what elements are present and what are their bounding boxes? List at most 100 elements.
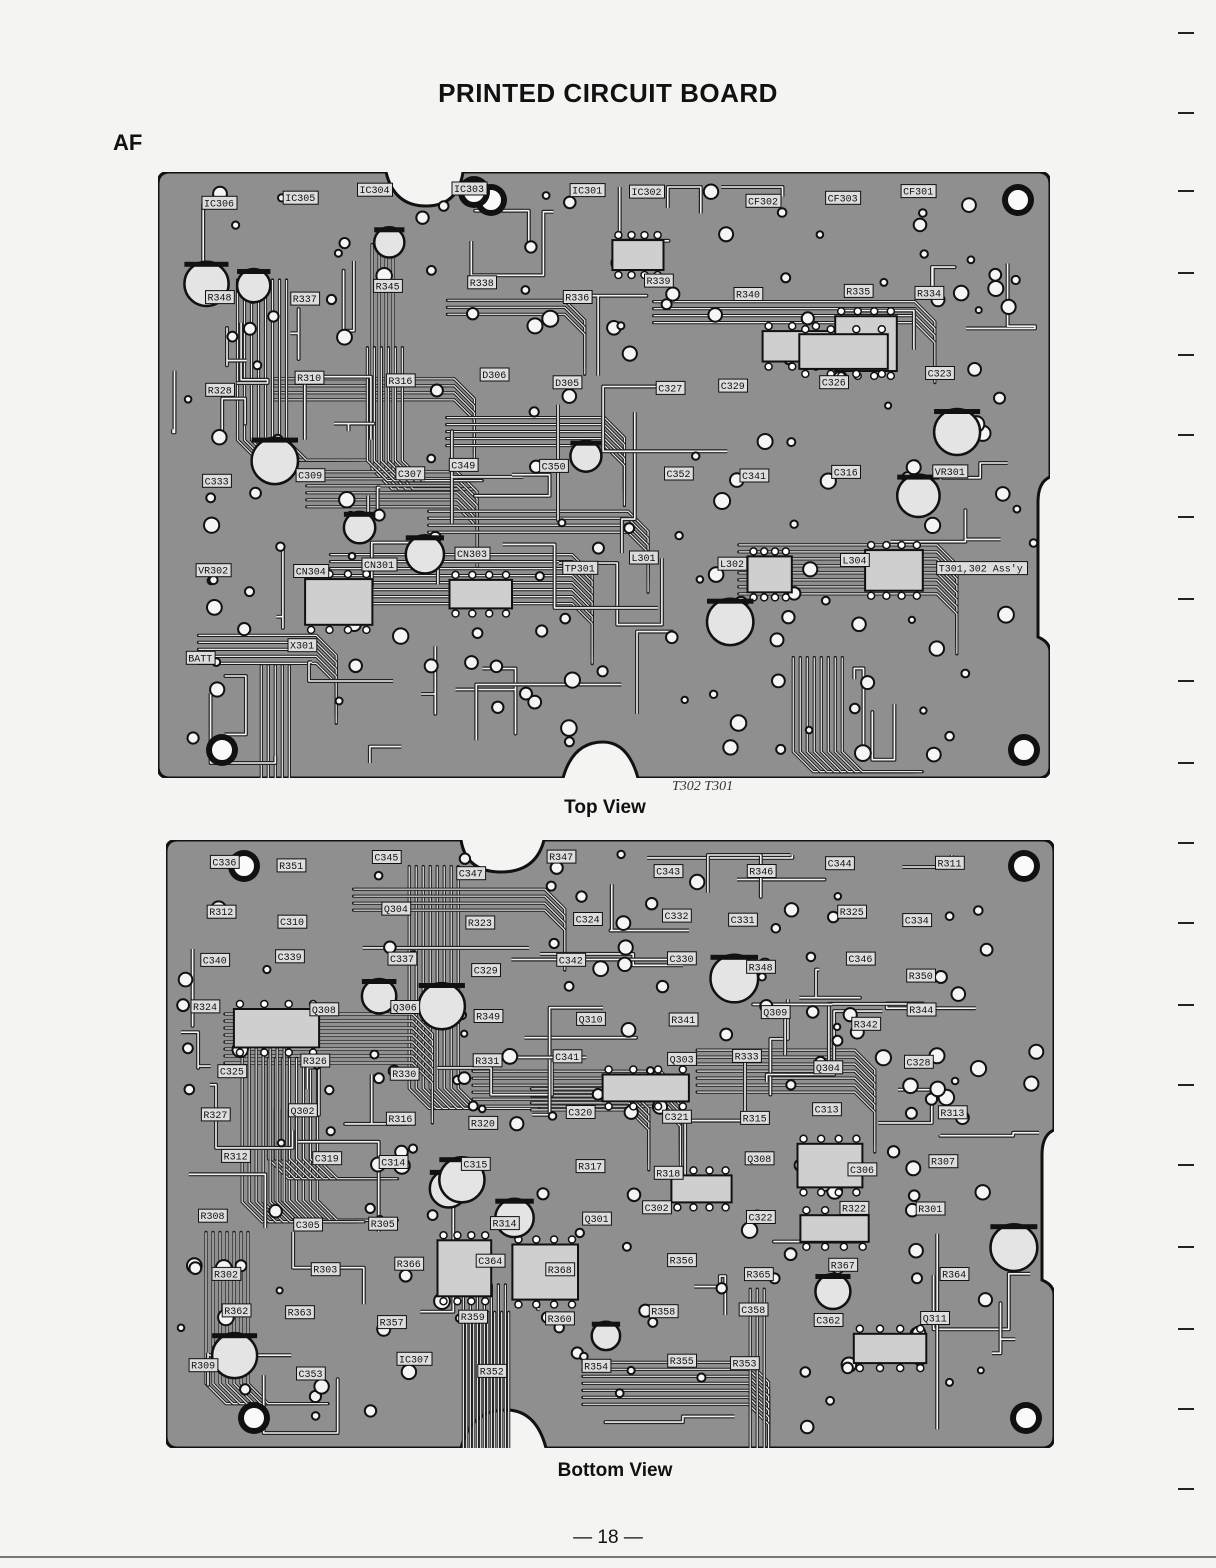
svg-text:R309: R309: [191, 1362, 215, 1373]
bot-ref-label: C330: [667, 951, 697, 966]
svg-text:C327: C327: [658, 384, 682, 395]
top-ref-label: CN301: [361, 557, 398, 572]
bot-ref-label: C325: [217, 1064, 248, 1079]
svg-text:R357: R357: [380, 1319, 404, 1330]
top-ref-label: C350: [539, 458, 569, 473]
top-ref-label: BATT: [185, 650, 216, 665]
bot-ref-label: R312: [221, 1148, 251, 1163]
bot-ref-label: R330: [389, 1066, 420, 1081]
svg-text:R348: R348: [208, 294, 232, 305]
top-ref-label: IC301: [569, 183, 606, 198]
bot-ref-label: R358: [648, 1304, 679, 1319]
svg-text:C321: C321: [665, 1113, 689, 1124]
svg-text:C320: C320: [568, 1109, 592, 1120]
svg-text:Q304: Q304: [384, 905, 408, 916]
bot-ref-label: C353: [296, 1366, 326, 1381]
bot-ref-label: C331: [728, 912, 758, 927]
bot-ref-label: C310: [277, 914, 308, 929]
svg-text:D306: D306: [482, 371, 506, 382]
top-ref-label: C326: [819, 375, 850, 390]
svg-text:R325: R325: [840, 908, 864, 919]
top-ref-label: C307: [395, 466, 426, 481]
bot-ref-label: C332: [662, 908, 692, 923]
top-ref-label: VR302: [195, 563, 232, 578]
svg-text:C325: C325: [220, 1068, 244, 1079]
svg-text:C326: C326: [822, 379, 846, 390]
svg-text:R344: R344: [909, 1006, 933, 1017]
bot-ref-label: C305: [293, 1217, 323, 1232]
bot-ref-label: R307: [928, 1154, 959, 1169]
bot-ref-label: Q303: [667, 1051, 697, 1066]
bot-ref-label: C313: [812, 1102, 842, 1117]
svg-text:R347: R347: [549, 853, 573, 864]
top-ref-label: C352: [664, 466, 694, 481]
bot-ref-label: C322: [746, 1210, 776, 1225]
bot-ref-label: C337: [387, 951, 418, 966]
bot-ref-label: C321: [662, 1109, 692, 1124]
svg-text:CN303: CN303: [457, 550, 487, 561]
bot-ref-label: R315: [740, 1110, 770, 1125]
top-ref-label: R339: [644, 273, 674, 288]
top-ref-label: R310: [294, 370, 325, 385]
svg-text:VR301: VR301: [935, 468, 965, 479]
svg-text:R322: R322: [842, 1204, 866, 1215]
svg-text:C324: C324: [576, 916, 600, 927]
svg-text:Q306: Q306: [393, 1004, 417, 1015]
svg-text:R316: R316: [388, 1115, 412, 1126]
bot-ref-label: Q301: [582, 1211, 612, 1226]
svg-text:R328: R328: [208, 386, 232, 397]
bot-ref-label: R302: [211, 1266, 242, 1281]
top-ref-label: T301,302 Ass'y: [936, 561, 1029, 576]
bot-ref-label: C340: [200, 952, 231, 967]
svg-text:C310: C310: [280, 918, 304, 929]
svg-text:R335: R335: [846, 287, 870, 298]
svg-text:R365: R365: [747, 1271, 771, 1282]
bot-ref-label: R368: [545, 1262, 576, 1277]
bot-ref-label: C306: [847, 1162, 878, 1177]
svg-text:R302: R302: [214, 1270, 238, 1281]
top-ref-label: C309: [295, 468, 326, 483]
bot-ref-label: R353: [730, 1356, 760, 1371]
svg-text:R340: R340: [736, 291, 760, 302]
svg-text:IC307: IC307: [399, 1355, 429, 1366]
svg-text:C350: C350: [542, 462, 566, 473]
bot-ref-label: C343: [653, 864, 684, 879]
svg-text:T301,302 Ass'y: T301,302 Ass'y: [939, 564, 1023, 576]
bot-ref-label: Q306: [390, 1000, 421, 1015]
bot-ref-label: R363: [285, 1305, 315, 1320]
svg-text:C329: C329: [474, 967, 498, 978]
svg-text:R310: R310: [297, 374, 321, 385]
bot-ref-label: Q304: [813, 1060, 844, 1075]
top-ref-label: C329: [718, 378, 749, 393]
top-ref-label: L301: [629, 550, 659, 565]
handwritten-note: T302 T301: [672, 779, 734, 794]
svg-text:C336: C336: [212, 858, 236, 869]
top-ref-label: IC304: [357, 182, 393, 197]
svg-text:C364: C364: [478, 1257, 502, 1268]
svg-text:C339: C339: [278, 953, 302, 964]
svg-text:R339: R339: [647, 277, 671, 288]
svg-text:C341: C341: [555, 1053, 579, 1064]
svg-text:R330: R330: [392, 1070, 416, 1081]
bot-ref-label: R360: [545, 1311, 575, 1326]
svg-text:C337: C337: [390, 955, 414, 966]
bot-ref-label: C319: [312, 1151, 343, 1166]
bot-ref-label: R356: [667, 1253, 697, 1268]
svg-text:Q304: Q304: [816, 1064, 840, 1075]
svg-text:C314: C314: [381, 1159, 405, 1170]
bot-ref-label: R324: [190, 999, 221, 1014]
svg-text:R359: R359: [461, 1313, 485, 1324]
svg-text:R336: R336: [565, 294, 589, 305]
bot-ref-label: R323: [465, 915, 496, 930]
top-ref-label: CF303: [825, 190, 862, 205]
svg-text:R354: R354: [584, 1362, 608, 1373]
bot-ref-label: C342: [556, 952, 587, 967]
bottom-view-caption: Bottom View: [557, 1460, 673, 1481]
bot-ref-label: R308: [198, 1208, 228, 1223]
section-label: AF: [113, 130, 143, 155]
top-ref-label: R316: [385, 373, 416, 388]
bot-ref-label: C329: [471, 963, 502, 978]
svg-text:C305: C305: [296, 1221, 320, 1232]
